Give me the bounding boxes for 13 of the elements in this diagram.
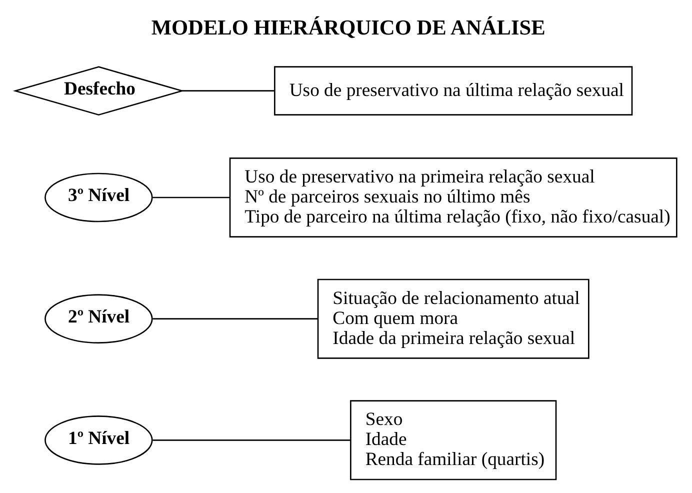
node-box: Sexo Idade Renda familiar (quartis) xyxy=(350,400,557,480)
connector xyxy=(152,318,318,320)
diagram-title: MODELO HIERÁRQUICO DE ANÁLISE xyxy=(151,16,546,40)
node-box: Situação de relacionamento atual Com quem mora Idade da primeira relação sexual xyxy=(317,278,590,359)
connector xyxy=(152,440,350,441)
node-box: Uso de preservativo na última relação sexual xyxy=(274,66,633,116)
connector xyxy=(182,90,275,92)
connector xyxy=(152,196,230,198)
node-box: Uso de preservativo na primeira relação sexual Nº de parceiros sexuais no último mês Tipo de parceiro na última relação (fixo, não fixo/casual) xyxy=(229,158,678,238)
node-ellipse: 1º Nível xyxy=(44,416,153,465)
node-diamond: Desfecho xyxy=(12,66,184,116)
node-ellipse: 2º Nível xyxy=(44,294,153,344)
node-ellipse: 3º Nível xyxy=(44,172,153,222)
